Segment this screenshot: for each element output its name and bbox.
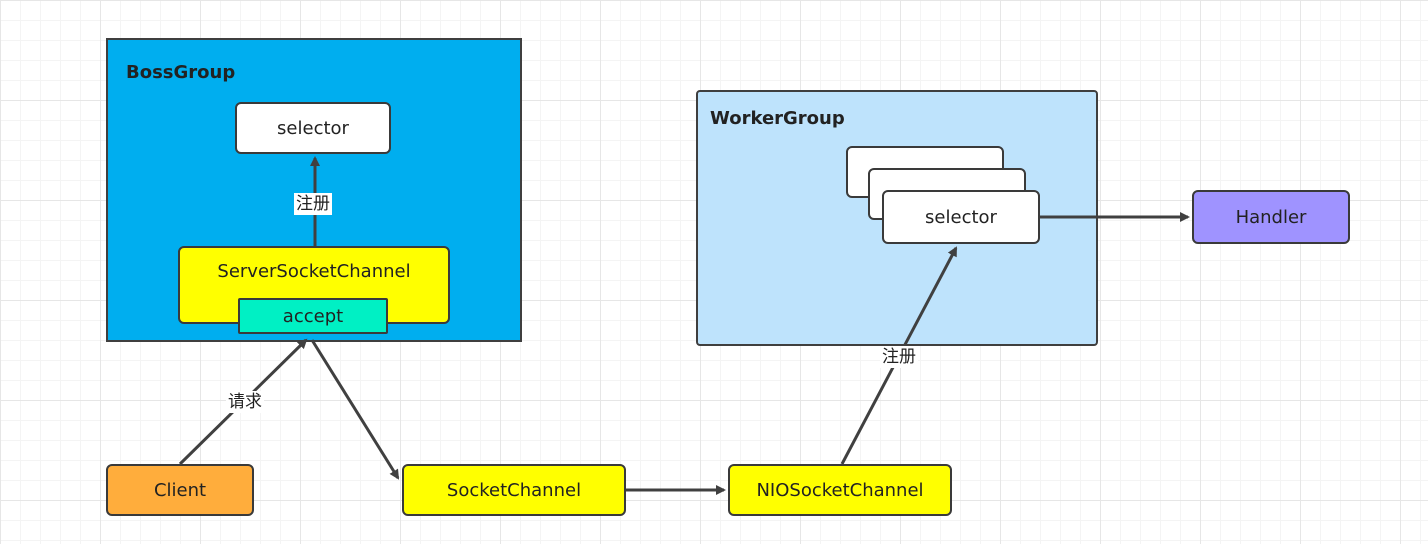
edge-label-register-worker: 注册 (880, 346, 918, 368)
edge-label-request: 请求 (226, 391, 264, 413)
worker-selector-node: selector (882, 190, 1040, 244)
socket-channel-node: SocketChannel (402, 464, 626, 516)
nio-socket-channel-node: NIOSocketChannel (728, 464, 952, 516)
edge-label-register-boss: 注册 (294, 193, 332, 215)
client-node: Client (106, 464, 254, 516)
worker-group-title: WorkerGroup (710, 108, 845, 129)
boss-group-title: BossGroup (126, 62, 236, 83)
handler-node: Handler (1192, 190, 1350, 244)
edge-accept-to-socketchannel (310, 339, 400, 480)
server-socket-channel-label: ServerSocketChannel (217, 261, 411, 282)
accept-node: accept (238, 298, 388, 334)
boss-selector-node: selector (235, 102, 391, 154)
